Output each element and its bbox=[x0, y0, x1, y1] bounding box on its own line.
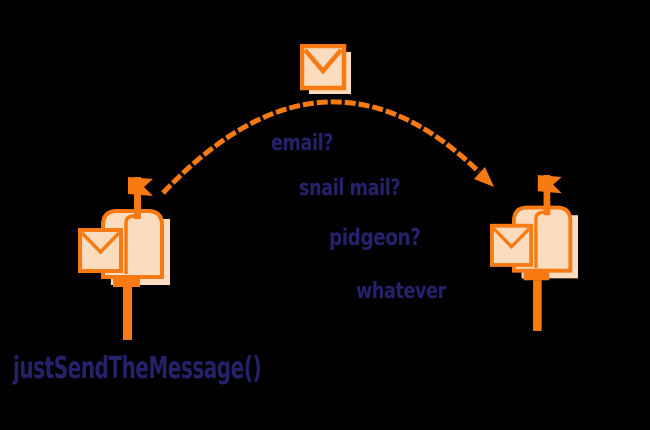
mail-envelope-body bbox=[78, 228, 123, 273]
mailbox-door-edge bbox=[124, 214, 135, 274]
mailbox-icon bbox=[490, 175, 578, 331]
mailbox-flag-icon bbox=[537, 175, 562, 194]
transport-option-pidgeon: pidgeon? bbox=[329, 225, 421, 251]
receiver-mailbox-icon bbox=[490, 175, 578, 331]
mailbox-flag-icon bbox=[128, 177, 153, 196]
mailbox-base bbox=[523, 268, 550, 281]
mailbox-post-upper bbox=[543, 175, 551, 216]
mailbox-post-upper bbox=[134, 177, 141, 219]
sender-mailbox-icon bbox=[78, 177, 170, 340]
envelope-icon bbox=[299, 43, 351, 94]
transport-option-whatever: whatever bbox=[356, 279, 446, 304]
arrowhead-icon bbox=[474, 167, 494, 187]
mailbox-post-lower bbox=[123, 287, 132, 340]
envelope-flap bbox=[303, 48, 343, 75]
transport-option-email: email? bbox=[271, 131, 334, 156]
message-envelope-icon bbox=[299, 43, 354, 98]
mailbox-icon bbox=[78, 177, 170, 340]
mailbox-post-lower bbox=[533, 280, 542, 331]
arrow-arc bbox=[161, 99, 481, 195]
mail-envelope-flap bbox=[80, 231, 121, 255]
mailbox-door-edge bbox=[534, 210, 544, 268]
transport-option-snail-mail: snail mail? bbox=[299, 176, 401, 201]
function-call-label: justSendTheMessage() bbox=[13, 351, 262, 386]
mail-envelope-flap bbox=[492, 227, 531, 250]
mailbox-base bbox=[113, 275, 140, 287]
